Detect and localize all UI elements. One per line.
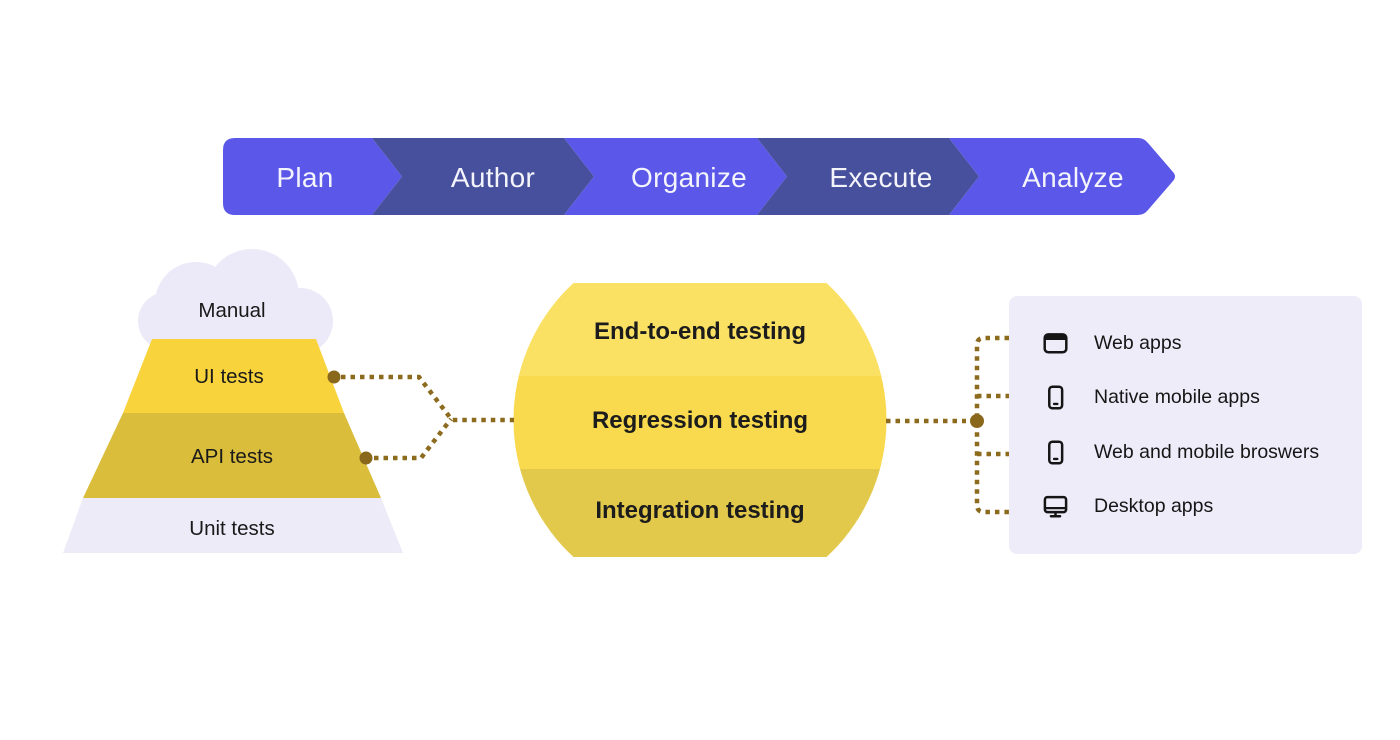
process-step-analyze: Analyze	[1022, 162, 1124, 193]
process-step-organize: Organize	[630, 162, 748, 193]
browser-window-icon	[1042, 330, 1069, 357]
platform-label: Native mobile apps	[1094, 386, 1260, 409]
platform-label: Desktop apps	[1094, 495, 1214, 518]
chevron-analyze	[949, 138, 1175, 215]
pyramid-label-ui-tests: UI tests	[194, 365, 264, 388]
pyramid-layer-ui-tests	[123, 339, 344, 413]
sphere-label-end-to-end: End-to-end testing	[594, 318, 806, 345]
pyramid-label-manual: Manual	[198, 299, 266, 322]
dot-api-tests	[359, 451, 373, 465]
sphere-band-end-to-end	[513, 283, 887, 376]
desktop-monitor-icon	[1042, 493, 1069, 520]
manual-cloud	[138, 249, 333, 354]
platforms-panel: Web apps Native mobile apps Web and mobi…	[1009, 296, 1362, 554]
pyramid-layer-unit-tests	[63, 498, 403, 553]
platform-row-native-mobile-apps: Native mobile apps	[1009, 384, 1362, 411]
pyramid-layer-api-tests	[83, 413, 381, 498]
platform-label: Web and mobile broswers	[1094, 440, 1320, 463]
platform-row-web-apps: Web apps	[1009, 330, 1362, 357]
chevron-execute	[757, 138, 979, 215]
connector-ui-to-sphere	[341, 374, 514, 423]
platform-row-desktop-apps: Desktop apps	[1009, 493, 1362, 520]
chevron-author	[372, 138, 594, 215]
sphere-label-regression: Regression testing	[591, 407, 809, 434]
platform-label: Web apps	[1094, 331, 1182, 354]
sphere-band-regression	[513, 376, 887, 469]
platform-row-web-and-mobile-browsers: Web and mobile broswers	[1009, 439, 1362, 466]
process-step-author: Author	[450, 162, 536, 193]
chevron-plan	[223, 138, 402, 215]
pyramid-label-unit-tests: Unit tests	[189, 517, 275, 540]
dot-ui-tests	[327, 370, 341, 384]
smartphone-icon	[1042, 384, 1069, 411]
pyramid-label-api-tests: API tests	[190, 445, 274, 468]
testing-scope-sphere	[513, 283, 887, 557]
process-step-plan: Plan	[276, 162, 334, 193]
connector-endpoint-dots	[327, 370, 984, 465]
connector-api-to-sphere	[374, 417, 453, 461]
process-step-execute: Execute	[829, 162, 933, 193]
sphere-label-integration: Integration testing	[595, 497, 805, 524]
mobile-browser-icon	[1042, 439, 1069, 466]
sphere-band-integration	[513, 469, 887, 557]
dot-hub	[970, 414, 984, 428]
chevron-organize	[564, 138, 787, 215]
test-pyramid	[63, 249, 403, 553]
process-flow-bar	[223, 138, 1175, 215]
